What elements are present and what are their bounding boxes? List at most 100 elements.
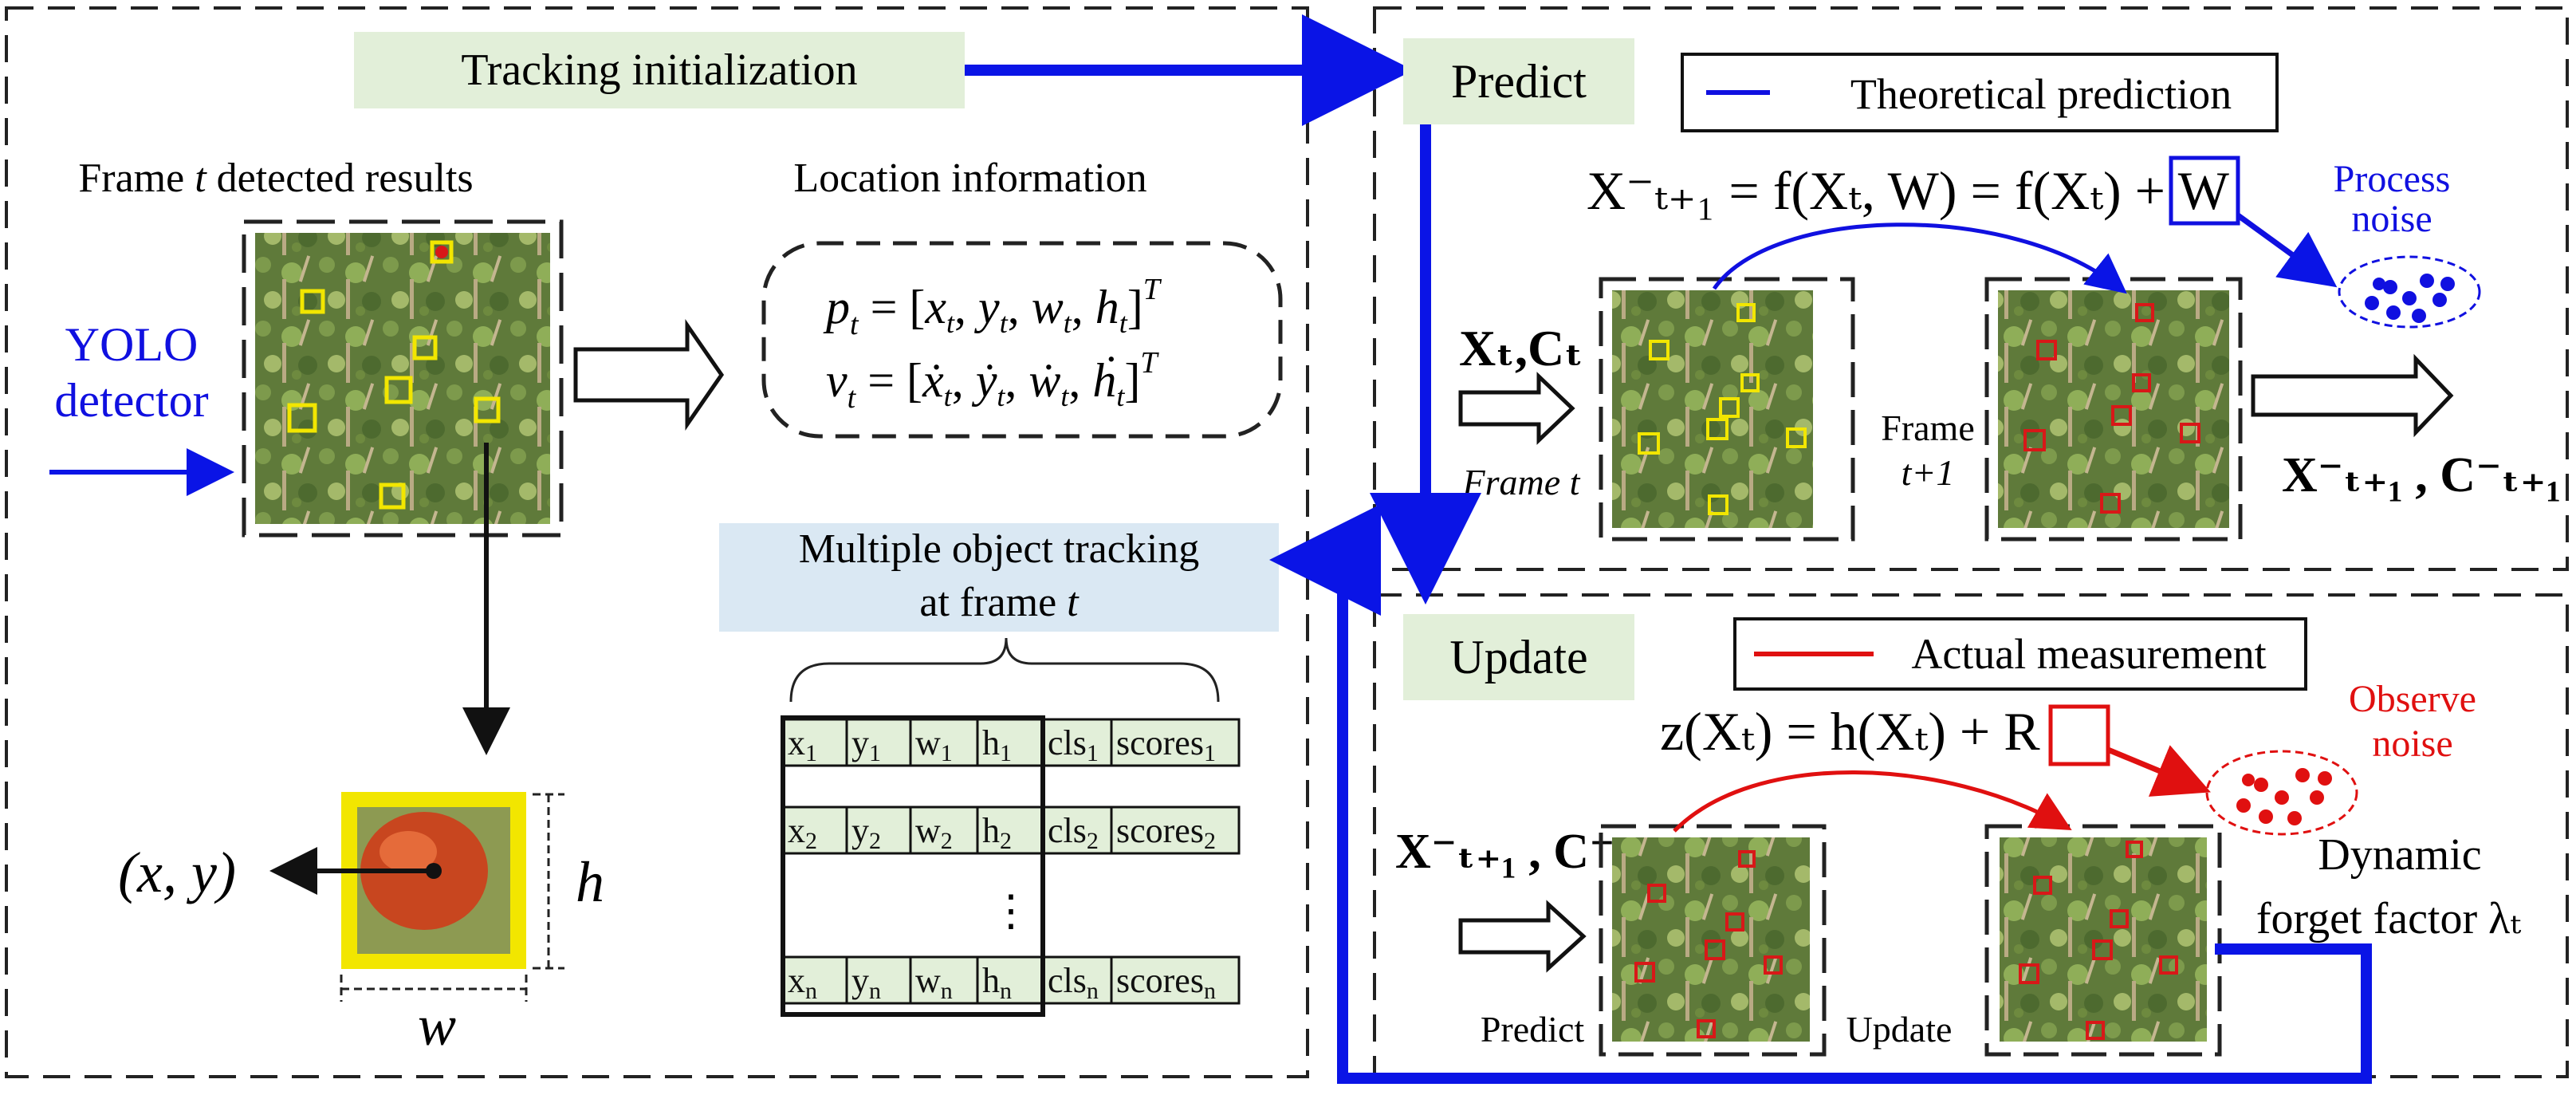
table-cell-text: x2 — [788, 811, 817, 854]
observe-noise-cloud — [2205, 750, 2358, 836]
table-cell-text: clsn — [1048, 961, 1099, 1004]
observe-noise-arrow — [2106, 745, 2211, 797]
mot-table: x1 y1 w1 h1 cls1 scores1 x2 y2 w2 h2 cls2 scores2 xn… — [781, 718, 1241, 1005]
observe-noise-dots — [2236, 768, 2332, 825]
predict-curve-arrow — [1712, 223, 2127, 294]
predict-equation: X⁻ₜ₊₁ = f(Xₜ, W) = f(Xₜ) + W — [1587, 160, 2230, 221]
table-cell-text: yn — [851, 961, 881, 1004]
process-noise-box — [2169, 156, 2240, 226]
predict-output-label: X⁻ₜ₊₁ , C⁻ₜ₊₁ — [2282, 448, 2561, 502]
table-cell — [1041, 718, 1113, 767]
predict-frame-t-image — [1612, 290, 1813, 528]
h-dimension-line — [533, 793, 564, 970]
process-noise-dots — [2365, 274, 2455, 323]
mot-label-line1: Multiple object tracking — [799, 526, 1200, 572]
w-dimension-line — [340, 975, 528, 1002]
detection-boxes — [287, 240, 501, 510]
predict-input-hollow-arrow — [1458, 372, 1575, 445]
mot-label-line2: at frame t — [919, 580, 1080, 625]
table-cell-text: h2 — [982, 811, 1012, 854]
table-cell-text: hn — [982, 961, 1012, 1004]
table-cell — [845, 805, 912, 855]
predict-title: Predict — [1451, 55, 1587, 108]
tracking-init-label: Tracking initialization — [461, 45, 857, 95]
update-update-border — [1984, 824, 2222, 1057]
predict-legend-label: Theoretical prediction — [1850, 70, 2232, 118]
table-cell-text: scores1 — [1116, 723, 1216, 766]
predict-frame-t-boxes — [1638, 303, 1807, 515]
table-cell-text: y2 — [851, 811, 881, 854]
table-cell-text: wn — [915, 961, 953, 1004]
table-brace — [789, 637, 1220, 703]
table-cell — [1110, 955, 1241, 1005]
update-panel-frame — [1373, 593, 2569, 1078]
table-cell — [909, 955, 979, 1005]
location-info-box — [761, 241, 1283, 439]
table-cell — [976, 955, 1044, 1005]
process-noise-cloud — [2338, 255, 2481, 329]
predict-frame-t1-boxes — [2023, 303, 2200, 514]
table-cell-text: w2 — [915, 811, 953, 854]
process-noise-arrow — [2236, 213, 2338, 288]
table-vdots: ⋮ — [989, 887, 1032, 935]
table-cell-text: xn — [788, 961, 817, 1004]
update-legend-label: Actual measurement — [1911, 630, 2266, 678]
mot-label-bg — [719, 523, 1279, 632]
predict-legend-box — [1681, 53, 2279, 132]
yolo-label-line1: YOLO — [65, 318, 199, 371]
svg-text:vt = [ẋt, ẏt, ẇt, ḣt]T: vt = [ẋt, ẏt, ẇt, ḣt]T — [826, 346, 1159, 415]
observe-noise-label-line2: noise — [2372, 723, 2452, 765]
update-predict-caption: Predict — [1481, 1009, 1585, 1050]
frame-t-image-border — [242, 219, 564, 538]
table-column-group-frame — [781, 715, 1045, 1017]
update-predict-border — [1599, 824, 1827, 1057]
location-info-title: Location information — [793, 156, 1146, 201]
bbox-h-label: h — [576, 850, 604, 914]
update-curve-arrow — [1673, 770, 2072, 833]
update-equation: z(Xₜ) = h(Xₜ) + R — [1660, 701, 2040, 762]
predict-input-label: Xₜ,Cₜ — [1459, 320, 1583, 376]
dynamic-label-line2: forget factor λₜ — [2256, 894, 2521, 943]
table-cell-text: h1 — [982, 723, 1012, 766]
update-update-caption: Update — [1846, 1009, 1953, 1050]
predict-output-hollow-arrow — [2251, 353, 2454, 438]
svg-text:pt = [xt, yt, wt, ht]T: pt = [xt, yt, wt, ht]T — [823, 273, 1162, 341]
table-cell-text: x1 — [788, 723, 817, 766]
table-cell — [845, 718, 912, 767]
equation-p: pt = [xt, yt, wt, ht]T — [823, 273, 1162, 341]
frame-t1-label-line2: t+1 — [1902, 452, 1955, 493]
observe-noise-box — [2048, 704, 2110, 766]
table-cell-text: scores2 — [1116, 811, 1216, 854]
frame-caption: Frame t detected results — [78, 156, 473, 201]
tracking-init-label-bg — [354, 32, 965, 108]
to-location-hollow-arrow — [573, 319, 725, 431]
update-input-hollow-arrow — [1458, 900, 1587, 973]
table-cell-text: w1 — [915, 723, 953, 766]
feedback-loop-arrow — [1269, 504, 2372, 1084]
update-title-bg — [1403, 614, 1634, 700]
table-cell-text: cls2 — [1048, 811, 1099, 854]
bbox-center-label: (x, y) — [118, 841, 236, 904]
update-predict-boxes — [1634, 850, 1783, 1038]
predict-panel-frame — [1373, 6, 2569, 571]
predict-frame-t-border — [1599, 277, 1855, 542]
update-title: Update — [1449, 631, 1587, 683]
table-cell — [1110, 805, 1241, 855]
process-noise-label-line2: noise — [2351, 198, 2432, 240]
table-cell-text: cls1 — [1048, 723, 1099, 766]
frame-t1-label-line1: Frame — [1881, 408, 1975, 448]
process-noise-label-line1: Process — [2334, 158, 2451, 200]
observe-noise-label-line1: Observe — [2349, 678, 2476, 720]
equation-v: vt = [ẋt, ẏt, ẇt, ḣt]T — [826, 346, 1159, 415]
table-cell — [1041, 955, 1113, 1005]
table-cell-text: scoresn — [1116, 961, 1216, 1004]
yolo-label-line2: detector — [54, 374, 208, 427]
table-cell-text: y1 — [851, 723, 881, 766]
bbox-w-label: w — [418, 994, 456, 1058]
apple-highlight — [380, 831, 437, 872]
update-update-boxes — [2019, 841, 2178, 1040]
dynamic-label-line1: Dynamic — [2318, 830, 2481, 880]
predict-title-bg — [1403, 38, 1634, 124]
frame-t-label: Frame t — [1462, 462, 1581, 502]
